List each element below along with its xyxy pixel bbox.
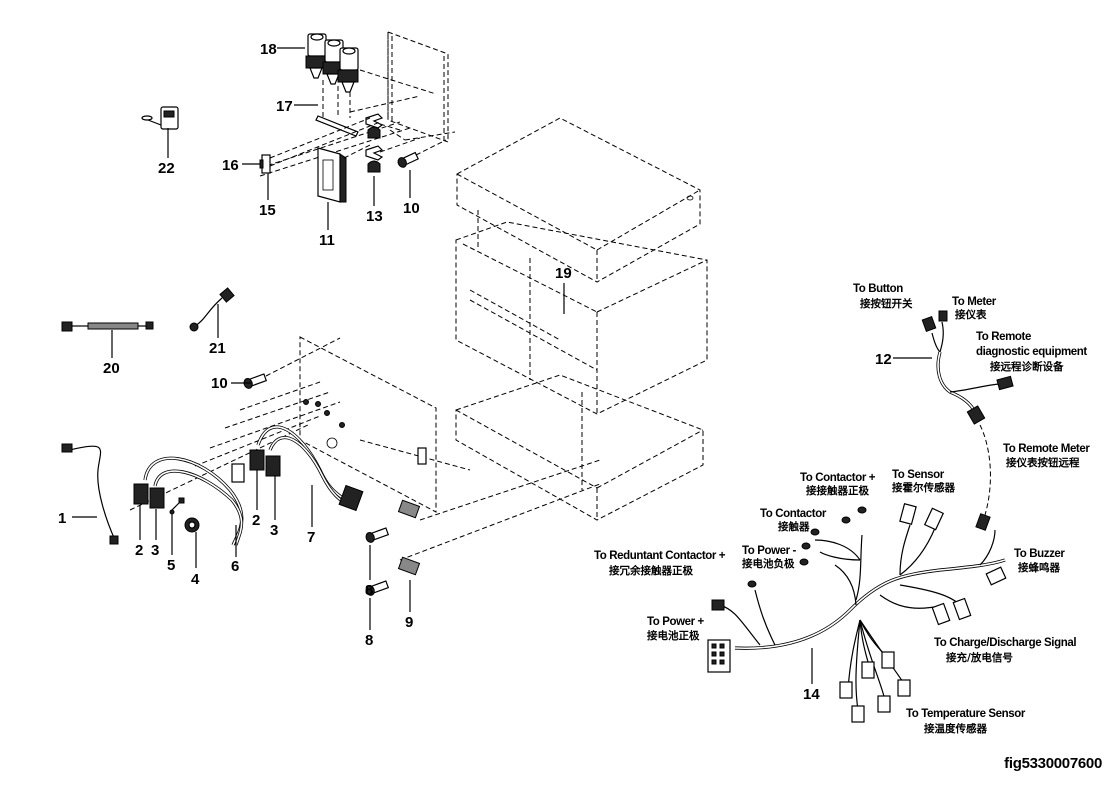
label-to-sensor-zh: 接霍尔传感器 xyxy=(892,481,955,494)
leader-lines xyxy=(72,47,932,684)
label-to-redundant-contactor-en: To Reduntant Contactor + xyxy=(594,550,726,562)
callout-5: 5 xyxy=(167,557,175,574)
label-to-buzzer-en: To Buzzer xyxy=(1014,548,1065,560)
cable-21 xyxy=(189,287,235,332)
callout-2b: 2 xyxy=(252,512,260,529)
callout-2a: 2 xyxy=(135,542,143,559)
label-to-power-plus-zh: 接电池正极 xyxy=(647,629,700,642)
callout-6: 6 xyxy=(231,558,239,575)
label-to-power-minus-zh: 接电池负极 xyxy=(742,557,795,570)
callout-13: 13 xyxy=(366,208,383,225)
label-to-remote-en1: To Remote xyxy=(976,331,1031,343)
callout-18: 18 xyxy=(260,41,277,58)
label-to-power-plus-en: To Power + xyxy=(647,616,704,628)
bolts-and-covers xyxy=(365,499,421,596)
callout-20: 20 xyxy=(103,360,120,377)
callout-16: 16 xyxy=(222,157,239,174)
label-to-button-en: To Button xyxy=(853,283,903,295)
callout-3a: 3 xyxy=(151,542,159,559)
harness-12 xyxy=(921,310,1014,531)
label-to-button-zh: 接按钮开关 xyxy=(860,297,913,310)
callout-9: 9 xyxy=(405,614,413,631)
callout-8a: 8 xyxy=(365,582,373,599)
label-to-sensor-en: To Sensor xyxy=(892,469,945,481)
callout-14: 14 xyxy=(803,686,820,703)
callout-15: 15 xyxy=(259,202,276,219)
bus-bar xyxy=(315,115,359,137)
callout-11: 11 xyxy=(319,232,335,249)
callout-22: 22 xyxy=(158,160,175,177)
small-connector xyxy=(259,117,381,174)
cable-20 xyxy=(61,321,154,332)
label-to-temp-sensor-en: To Temperature Sensor xyxy=(906,708,1026,720)
callout-1: 1 xyxy=(58,510,66,527)
label-to-remote-meter-en: To Remote Meter xyxy=(1003,443,1090,455)
clips xyxy=(365,113,421,173)
callout-numbers: 1 2 3 4 5 6 2 3 7 8 8 9 10 10 11 12 13 1… xyxy=(58,41,892,703)
label-to-meter-zh: 接仪表 xyxy=(955,308,987,321)
callout-7: 7 xyxy=(307,529,315,546)
label-to-contactor-en: To Contactor xyxy=(760,508,827,520)
label-to-contactor-plus-zh: 接接触器正极 xyxy=(806,484,869,497)
front-panel xyxy=(129,336,601,561)
connection-labels: To Button 接按钮开关 To Meter 接仪表 To Remote d… xyxy=(594,283,1091,735)
controller-module xyxy=(317,143,373,203)
label-to-contactor-zh: 接触器 xyxy=(778,520,810,533)
callout-19: 19 xyxy=(555,265,572,282)
label-to-charge-signal-en: To Charge/Discharge Signal xyxy=(934,637,1076,649)
label-to-power-minus-en: To Power - xyxy=(742,545,796,557)
callout-10a: 10 xyxy=(403,200,420,217)
callout-3b: 3 xyxy=(270,522,278,539)
callout-12: 12 xyxy=(875,351,892,368)
label-to-meter-en: To Meter xyxy=(952,296,997,308)
battery-box-assembly xyxy=(455,117,708,521)
label-to-remote-en2: diagnostic equipment xyxy=(976,346,1087,358)
callout-10b: 10 xyxy=(211,375,228,392)
label-to-contactor-plus-en: To Contactor + xyxy=(800,472,876,484)
figure-id: fig5330007600 xyxy=(1004,755,1102,772)
grommet-and-fuse xyxy=(169,497,200,533)
label-to-remote-meter-zh: 接仪表按钮远程 xyxy=(1006,456,1080,469)
callout-8b: 8 xyxy=(365,632,373,649)
harness-14 xyxy=(707,503,1007,723)
label-to-buzzer-zh: 接蜂鸣器 xyxy=(1018,561,1060,574)
label-to-redundant-contactor-zh: 接冗余接触器正极 xyxy=(609,564,693,577)
harness-7 xyxy=(249,425,364,512)
sensor-cable xyxy=(61,443,119,545)
label-to-remote-zh: 接远程诊断设备 xyxy=(990,360,1064,373)
callout-17: 17 xyxy=(276,98,293,115)
key-switch xyxy=(141,106,179,130)
callout-21: 21 xyxy=(209,340,226,357)
label-to-temp-sensor-zh: 接温度传感器 xyxy=(924,722,987,735)
callout-4: 4 xyxy=(191,571,200,588)
relay-assembly xyxy=(305,33,359,118)
harness-6 xyxy=(133,456,245,546)
label-to-charge-signal-zh: 接充/放电信号 xyxy=(946,651,1013,664)
